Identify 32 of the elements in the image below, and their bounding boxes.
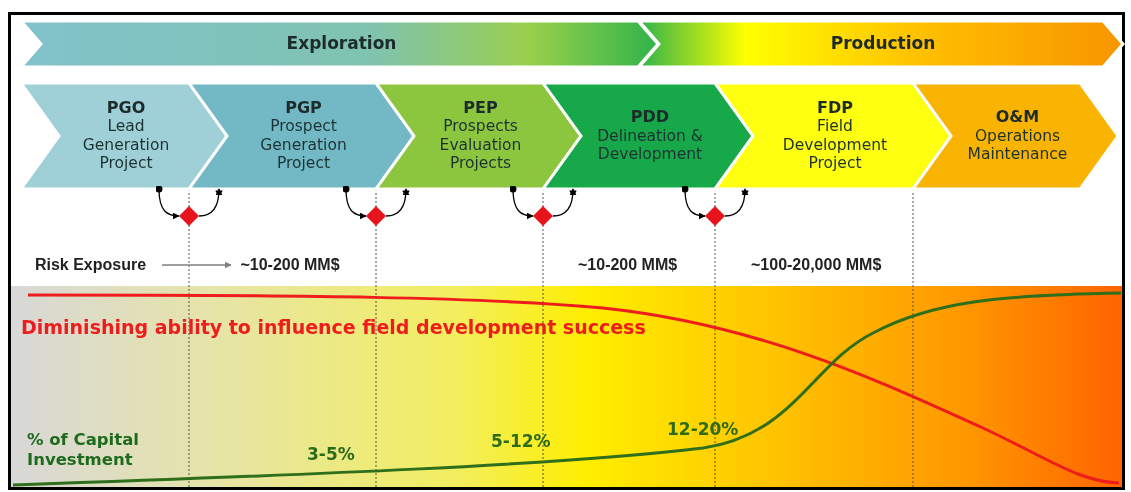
text-label: Risk Exposure: [34, 256, 147, 274]
arrow: [161, 261, 232, 269]
stage-code: PEP: [463, 98, 498, 118]
curve-label: % of Capital Investment: [27, 430, 140, 470]
percentage-label: 12-20%: [667, 419, 739, 440]
stage-code: O&M: [995, 108, 1040, 127]
arrow: [509, 185, 534, 220]
stage-name: Delineation & Development: [596, 126, 704, 164]
arrow: [681, 185, 706, 220]
curve-label: Diminishing ability to influence field development success: [21, 316, 646, 339]
arrow: [724, 188, 749, 217]
stage-code: FDP: [817, 98, 853, 118]
cost-label: ~100-20,000 MM$: [751, 255, 882, 275]
arrow: [385, 188, 410, 217]
stage-code: PDD: [630, 108, 670, 127]
stage-name: Lead Generation Project: [81, 117, 171, 174]
percentage-label: 5-12%: [491, 431, 551, 452]
arrow: [198, 188, 223, 217]
stage-code: PGP: [285, 98, 322, 118]
text-label: ~10-200 MM$: [240, 256, 340, 274]
phase-title: Production: [830, 34, 936, 54]
cost-label: ~10-200 MM$: [578, 255, 678, 275]
phase-title: Exploration: [286, 34, 397, 54]
stage-code: PGO: [106, 98, 146, 118]
arrow: [552, 188, 577, 217]
arrow: [342, 185, 367, 220]
percentage-label: 3-5%: [307, 444, 355, 465]
stage-name: Field Development Project: [781, 117, 889, 174]
stage-name: Prospects Evaluation Projects: [438, 117, 523, 174]
arrow: [155, 185, 180, 220]
stage-name: Prospect Generation Project: [259, 117, 348, 174]
stage-name: Operations Maintenance: [966, 126, 1069, 164]
